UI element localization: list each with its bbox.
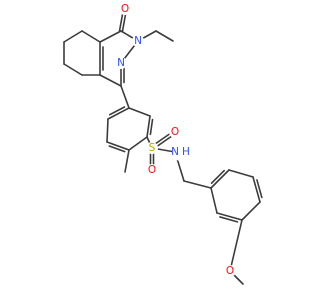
bond-a5-a6 [106, 118, 109, 143]
bond-ch2-b1 [183, 180, 212, 189]
bond-c1-c8a [99, 74, 122, 87]
bond-a2-a3 [146, 115, 151, 138]
atom-o-methoxy: O [224, 265, 236, 277]
atom-s-sulfonyl: S [146, 142, 158, 154]
bond-b2-b3-inner [219, 216, 239, 223]
atom-label-o-sulfonyl-top: O [171, 126, 179, 138]
bond-c7-c8 [63, 63, 83, 76]
atom-label-o-carbonyl: O [121, 3, 129, 15]
bond-b4-b5-inner [256, 179, 263, 199]
bond-c5-c6 [63, 30, 83, 43]
atom-label-o-methoxy: O [226, 265, 234, 277]
bond-a4-me [124, 149, 130, 173]
bond-layer [63, 7, 263, 285]
atom-label-o-sulfonyl-bottom: O [148, 164, 156, 176]
bond-b3-om [229, 219, 243, 272]
bond-c1-a1 [120, 85, 130, 109]
bond-b5-b6 [228, 169, 254, 178]
bond-a6-a1-inner [108, 106, 126, 116]
atom-label-n-sulfonamide: N [171, 146, 179, 158]
atom-label-n-pyridazinone: N [134, 35, 142, 47]
atom-label-s-sulfonyl: S [149, 142, 156, 154]
bond-a6-a1 [107, 107, 130, 120]
atom-o-sulfonyl-bottom: O [146, 164, 158, 176]
bond-a3-a4 [128, 136, 148, 151]
atom-n-pyridazinone: N [132, 35, 144, 47]
atom-label-layer: O N N S O O N H O [115, 3, 236, 277]
atom-o-sulfonyl-top: O [169, 126, 181, 138]
bond-et1-et2 [155, 30, 174, 42]
bond-b2-b3 [216, 212, 243, 221]
bond-a2-a3-inner [149, 118, 154, 136]
atom-o-carbonyl: O [119, 3, 131, 15]
bond-a4-a5-inner [108, 145, 126, 153]
atom-label-h-sulfonamide: H [182, 146, 190, 158]
atom-label-n-imine: N [117, 57, 125, 69]
bond-c4a-c4 [99, 30, 122, 43]
atom-nh-sulfonamide: N H [171, 143, 190, 161]
atom-n-imine: N [115, 57, 127, 69]
bond-a1-a2 [128, 107, 151, 117]
molecule-structure: O N N S O O N H O [63, 3, 263, 285]
bond-c4a-c5 [81, 30, 101, 43]
bond-b3-b4 [241, 201, 261, 221]
bond-b6-b1 [210, 169, 230, 189]
bond-b1-b2 [210, 187, 218, 214]
bond-b4-b5 [252, 176, 261, 203]
bond-a4-a5 [106, 141, 130, 151]
bond-b6-b1-inner [210, 169, 225, 184]
